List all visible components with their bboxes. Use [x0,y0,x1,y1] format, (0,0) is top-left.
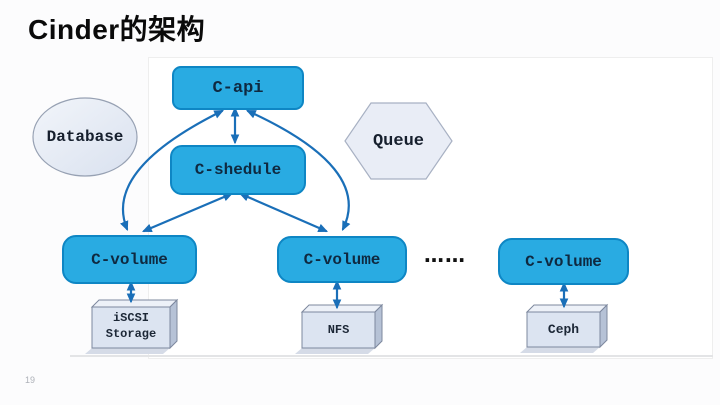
arrow-cshedule-cvolume1 [141,192,234,233]
node-c-volume-3: C-volume [498,238,629,285]
nfs-cube-shadow [295,348,375,354]
queue-hexagon-shape [344,102,453,180]
arrow-cshedule-cvolume2 [238,192,329,233]
nfs-cube-side-face [374,303,383,350]
nfs-cube-top-face [300,304,384,313]
page-number: 19 [25,375,36,385]
ceph-cube-shadow [520,347,600,353]
queue-label: Queue [345,103,452,179]
node-c-shedule-label: C-shedule [194,161,282,179]
iscsi-storage-cube-shape [85,298,179,354]
nfs-cube-front-face [301,311,376,349]
nfs-cube-shape [295,303,384,354]
database-label-text: Database [46,128,124,146]
ceph-label-text: Ceph [547,322,580,337]
node-c-volume-1-label: C-volume [91,250,168,269]
iscsi-storage-label: iSCSI Storage [92,306,170,348]
arrow-arc-capi-cvolume1 [120,109,224,232]
iscsi-cube-shadow [85,348,170,354]
node-c-volume-2: C-volume [277,236,407,283]
slide-title: Cinder的架构 [28,14,206,45]
ceph-cube-side-face [599,303,608,349]
node-c-volume-2-label: C-volume [303,250,381,269]
iscsi-cube-side-face [169,298,178,350]
database-label: Database [33,98,137,176]
node-c-volume-3-label: C-volume [525,252,602,271]
ellipsis-dots: …… [424,243,466,267]
iscsi-storage-label-line1: iSCSI [112,311,149,326]
node-c-shedule: C-shedule [170,145,306,195]
arrow-arc-capi-cvolume2 [245,109,351,231]
nfs-label: NFS [302,312,375,348]
ceph-cube-front-face [526,311,601,348]
node-c-api: C-api [172,66,304,110]
ceph-cube-shape [520,303,609,353]
ceph-label: Ceph [527,312,600,347]
node-c-api-label: C-api [212,78,264,98]
node-c-volume-1: C-volume [62,235,197,284]
queue-label-text: Queue [372,131,424,151]
iscsi-storage-label-line2: Storage [105,327,157,341]
iscsi-cube-front-face [91,306,171,349]
ceph-cube-top-face [525,304,609,313]
nfs-label-text: NFS [327,323,350,337]
